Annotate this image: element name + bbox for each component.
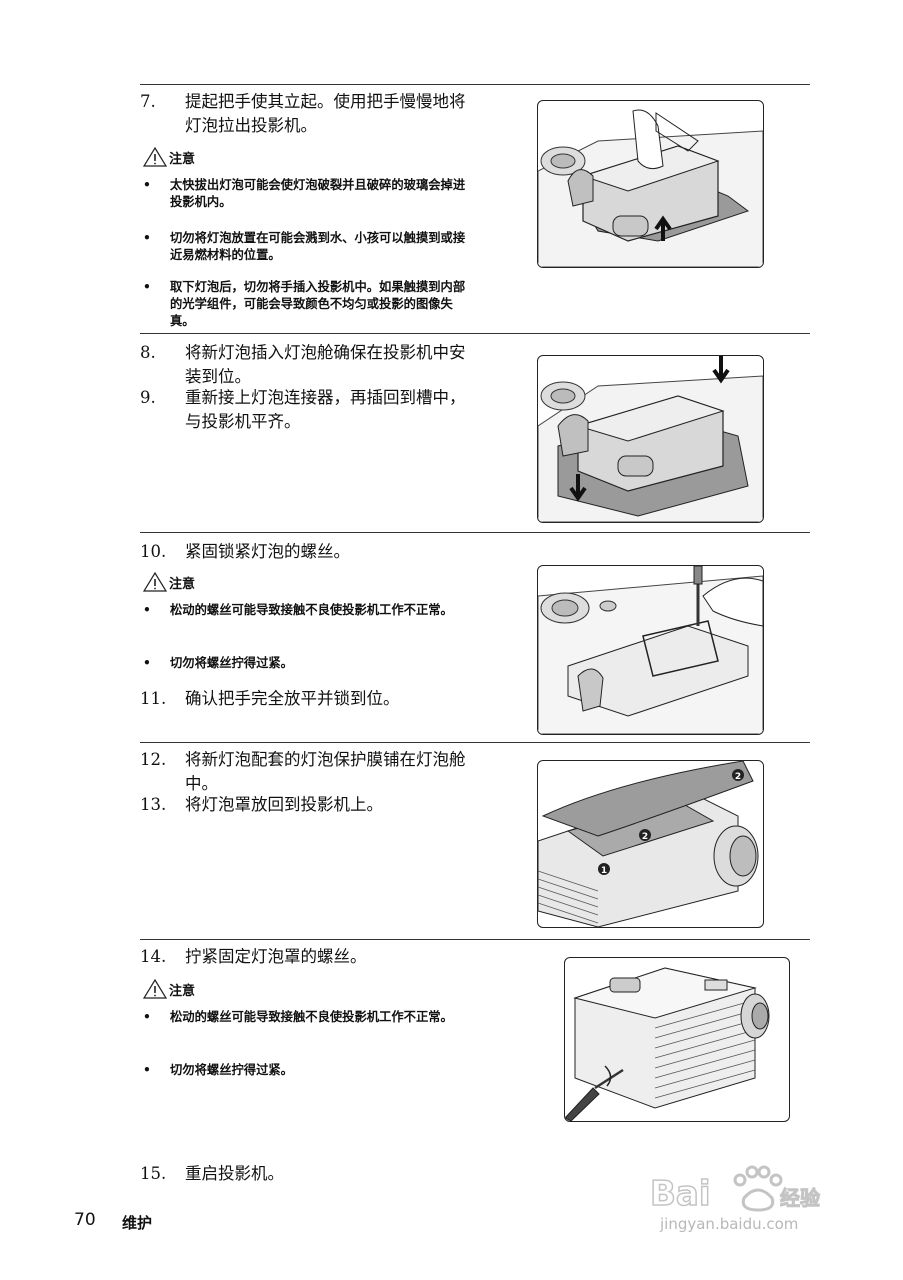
note-text: 切勿将灯泡放置在可能会溅到水、小孩可以触摸到或接近易燃材料的位置。: [170, 231, 466, 262]
step-14: 14. 拧紧固定灯泡罩的螺丝。: [140, 945, 470, 969]
figure-cover-screw: [564, 957, 790, 1122]
step-text: 提起把手使其立起。使用把手慢慢地将灯泡拉出投影机。: [185, 92, 466, 135]
baidu-watermark-logo: Bai 经验: [649, 1165, 821, 1215]
step-number: 9.: [140, 388, 156, 407]
figure-tighten-screw: [537, 565, 764, 735]
step-9: 9. 重新接上灯泡连接器，再插回到槽中，与投影机平齐。: [140, 386, 470, 434]
step-text: 确认把手完全放平并锁到位。: [185, 689, 400, 708]
note-bullet: • 取下灯泡后，切勿将手插入投影机中。如果触摸到内部的光学组件，可能会导致颜色不…: [143, 279, 475, 330]
step-11: 11. 确认把手完全放平并锁到位。: [140, 687, 470, 711]
step-number: 8.: [140, 343, 156, 362]
step-number: 10.: [140, 542, 167, 561]
note-text: 切勿将螺丝拧得过紧。: [170, 1063, 293, 1077]
section-divider: [140, 84, 810, 85]
note-bullet: • 松动的螺丝可能导致接触不良使投影机工作不正常。: [143, 602, 475, 619]
bullet-dot: •: [143, 280, 151, 294]
note-label: 注意: [169, 576, 196, 592]
note-label: 注意: [169, 983, 196, 999]
figure-insert-lamp: [537, 355, 764, 523]
note-bullet: • 切勿将灯泡放置在可能会溅到水、小孩可以触摸到或接近易燃材料的位置。: [143, 230, 475, 264]
step-text: 将新灯泡配套的灯泡保护膜铺在灯泡舱中。: [185, 750, 466, 793]
step-12: 12. 将新灯泡配套的灯泡保护膜铺在灯泡舱中。: [140, 748, 470, 796]
step-marker-2: 2: [642, 832, 648, 842]
bullet-dot: •: [143, 178, 151, 192]
step-13: 13. 将灯泡罩放回到投影机上。: [140, 793, 470, 817]
note-heading: 注意: [143, 571, 195, 593]
bullet-dot: •: [143, 603, 151, 617]
step-number: 13.: [140, 795, 167, 814]
section-divider: [140, 742, 810, 743]
note-text: 松动的螺丝可能导致接触不良使投影机工作不正常。: [170, 1010, 453, 1024]
svg-text:Bai: Bai: [650, 1174, 711, 1214]
step-number: 15.: [140, 1164, 167, 1183]
note-text: 太快拔出灯泡可能会使灯泡破裂并且破碎的玻璃会掉进投影机内。: [170, 178, 466, 209]
figure-lamp-cover: 2 2 1: [537, 760, 764, 928]
note-label: 注意: [169, 151, 196, 167]
step-text: 将灯泡罩放回到投影机上。: [185, 795, 383, 814]
step-marker-1: 1: [601, 866, 607, 876]
step-number: 7.: [140, 92, 156, 111]
section-divider: [140, 532, 810, 533]
step-text: 重启投影机。: [185, 1164, 284, 1183]
bullet-dot: •: [143, 656, 151, 670]
note-bullet: • 松动的螺丝可能导致接触不良使投影机工作不正常。: [143, 1009, 475, 1026]
note-bullet: • 切勿将螺丝拧得过紧。: [143, 1062, 475, 1079]
step-15: 15. 重启投影机。: [140, 1162, 470, 1186]
svg-text:经验: 经验: [780, 1186, 820, 1210]
note-text: 取下灯泡后，切勿将手插入投影机中。如果触摸到内部的光学组件，可能会导致颜色不均匀…: [170, 280, 466, 328]
figure-pull-lamp: [537, 100, 764, 268]
note-bullet: • 切勿将螺丝拧得过紧。: [143, 655, 475, 672]
section-divider: [140, 939, 810, 940]
step-7: 7. 提起把手使其立起。使用把手慢慢地将灯泡拉出投影机。: [140, 90, 470, 138]
step-text: 紧固锁紧灯泡的螺丝。: [185, 542, 350, 561]
section-title: 维护: [122, 1214, 153, 1232]
step-text: 拧紧固定灯泡罩的螺丝。: [185, 947, 367, 966]
note-heading: 注意: [143, 978, 195, 1000]
step-text: 将新灯泡插入灯泡舱确保在投影机中安装到位。: [185, 343, 466, 386]
step-number: 14.: [140, 947, 167, 966]
step-10: 10. 紧固锁紧灯泡的螺丝。: [140, 540, 470, 564]
note-text: 松动的螺丝可能导致接触不良使投影机工作不正常。: [170, 603, 453, 617]
step-number: 11.: [140, 689, 167, 708]
bullet-dot: •: [143, 1010, 151, 1024]
step-marker-2: 2: [735, 772, 741, 782]
bullet-dot: •: [143, 1063, 151, 1077]
note-heading: 注意: [143, 146, 195, 168]
warning-icon: [143, 147, 167, 167]
step-text: 重新接上灯泡连接器，再插回到槽中，与投影机平齐。: [185, 388, 466, 431]
watermark-url: jingyan.baidu.com: [660, 1215, 799, 1233]
section-divider: [140, 333, 810, 334]
step-number: 12.: [140, 750, 167, 769]
bullet-dot: •: [143, 231, 151, 245]
note-bullet: • 太快拔出灯泡可能会使灯泡破裂并且破碎的玻璃会掉进投影机内。: [143, 177, 475, 211]
step-8: 8. 将新灯泡插入灯泡舱确保在投影机中安装到位。: [140, 341, 470, 389]
note-text: 切勿将螺丝拧得过紧。: [170, 656, 293, 670]
warning-icon: [143, 572, 167, 592]
warning-icon: [143, 979, 167, 999]
page-number: 70: [74, 1210, 96, 1230]
